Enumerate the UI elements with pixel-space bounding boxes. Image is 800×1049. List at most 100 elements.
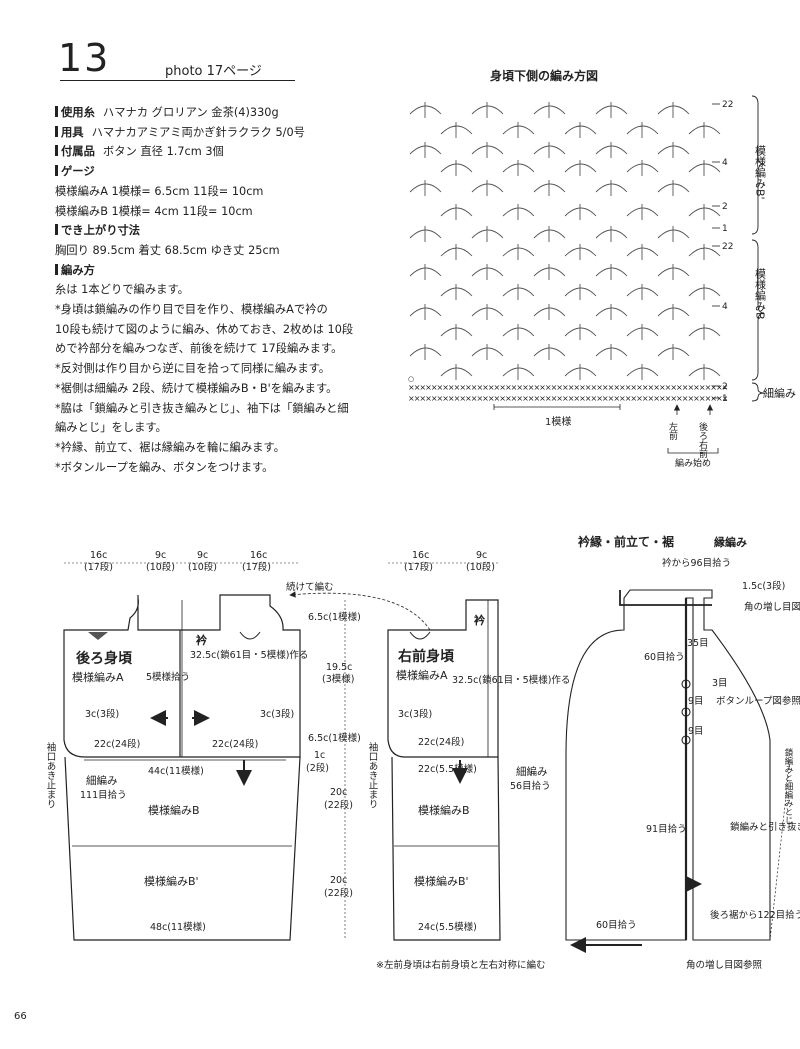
- repeat-label: 1模様: [545, 415, 571, 428]
- stitch-row: [409, 102, 690, 118]
- stitch-row: [409, 226, 690, 242]
- hem-width-label: 24c(5.5模様): [418, 921, 477, 933]
- side-label: 3c(3段): [398, 708, 432, 720]
- row-label: 1: [722, 224, 728, 234]
- height-label: (22段): [324, 799, 353, 811]
- height-label: (2段): [306, 762, 329, 774]
- stitch-count: 91目拾う: [646, 823, 687, 835]
- info-label: 用具: [55, 126, 84, 139]
- info-text: *脇は「鎖編みと引き抜き編みとじ」、袖下は「鎖編みと細: [55, 401, 349, 415]
- dim-label: (10段): [146, 561, 175, 573]
- info-text: *ボタンループを編み、ボタンをつけます。: [55, 460, 274, 474]
- waist-dim: 22c(5.5模様): [418, 763, 477, 775]
- row-label: 4: [722, 158, 728, 168]
- row-label: 2: [722, 382, 728, 392]
- info-row-method: 編み方: [55, 261, 400, 281]
- stitch-row: [440, 324, 721, 340]
- front-body-diagram: [289, 591, 501, 941]
- corner-note: 角の増し目図参照: [744, 601, 800, 613]
- info-row-yarn: 使用糸ハマナカ グロリアン 金茶(4)330g: [55, 103, 400, 123]
- info-row-notions: 付属品ボタン 直径 1.7cm 3個: [55, 142, 400, 162]
- seam-note: 鎖編みと細編みとじ: [783, 747, 793, 824]
- sleeve-stop-label: 袖口あき止まり: [45, 741, 57, 808]
- bottom-dim: 22c(24段): [418, 736, 464, 748]
- stitch-count: 9目: [688, 726, 704, 737]
- info-value: ハマナカアミアミ両かぎ針ラクラク 5/0号: [91, 125, 305, 139]
- info-text: 模様編みA 1模様= 6.5cm 11段= 10cm: [55, 184, 264, 198]
- pattern-b-label: 模様編みB: [148, 803, 200, 817]
- row-labels: 22 4 2 1 22 4 2 1: [722, 100, 733, 404]
- stitch-row: [409, 180, 690, 196]
- section-label: 模様編みB: [754, 268, 767, 320]
- stitch-row: [409, 304, 690, 320]
- info-text: 編みとじ」をします。: [55, 421, 167, 435]
- stitch-row: [440, 284, 721, 300]
- back-right-front-label: 後ろ右前: [697, 421, 708, 459]
- back-body-diagram: [63, 594, 301, 941]
- dim-label: (17段): [242, 561, 271, 573]
- info-value: ハマナカ グロリアン 金茶(4)330g: [102, 106, 279, 119]
- hem-pick-label: 56目拾う: [510, 780, 551, 792]
- title-underline: [60, 80, 295, 81]
- waist-dim: 44c(11模様): [148, 765, 204, 777]
- svg-text:○: ○: [408, 375, 414, 383]
- sleeve-stop-label: 袖口あき止まり: [367, 741, 379, 808]
- info-text: 糸は 1本どりで編みます。: [55, 283, 189, 297]
- side-label: 3c(3段): [85, 708, 119, 720]
- dim-label: (10段): [188, 561, 217, 573]
- stitch-row: [409, 344, 690, 360]
- info-text: めで衿部分を編みつなぎ、前後を続けて 17段編みます。: [55, 342, 343, 356]
- dim-label: 9c: [155, 550, 166, 561]
- height-label: 6.5c(1模様): [308, 611, 361, 623]
- stitch-chart-title: 身頃下側の編み方図: [490, 68, 598, 83]
- pattern-b2-label: 模様編みB': [144, 874, 199, 888]
- stitch-count: 3目: [712, 678, 728, 689]
- info-row-gauge: ゲージ: [55, 162, 400, 182]
- width-label: 1.5c(3段): [742, 580, 785, 592]
- stitch-row: [409, 142, 690, 158]
- info-text: *反対側は作り目から逆に目を拾って同様に編みます。: [55, 362, 331, 376]
- mirror-note: ※左前身頃は右前身頃と左右対称に編む: [376, 959, 545, 971]
- dim-label: 16c: [250, 550, 267, 561]
- front-body-title: 右前身頃: [397, 648, 455, 665]
- bottom-dim: 22c(24段): [94, 738, 140, 750]
- height-label: 20c: [330, 787, 347, 798]
- pattern-number: 13: [58, 36, 111, 80]
- dim-label: (17段): [404, 561, 433, 573]
- make-label: 32.5c(鎖61目・5模様)作る: [190, 649, 308, 661]
- hem-pick-label: 111目拾う: [80, 789, 127, 801]
- info-text: 胸回り 89.5cm 着丈 68.5cm ゆき丈 25cm: [55, 243, 280, 257]
- row-label: 22: [722, 242, 733, 252]
- stitch-count: 60目拾う: [644, 651, 685, 663]
- info-label: でき上がり寸法: [55, 224, 140, 237]
- pattern-a-label: 模様編みA: [72, 670, 124, 684]
- height-label: 20c: [330, 875, 347, 886]
- height-label: 6.5c(1模様): [308, 732, 361, 744]
- pattern-b2-label: 模様編みB': [414, 874, 469, 888]
- side-label: 3c(3段): [260, 708, 294, 720]
- stitch-chart-rows: [409, 102, 721, 380]
- back-hem-pick: 後ろ裾から122目拾う: [710, 909, 800, 921]
- stitch-count: 9目: [688, 696, 704, 707]
- svg-text:××××××××××××××××××××××××××××××: ××××××××××××××××××××××××××××××××××××××××…: [408, 394, 728, 403]
- dim-label: 16c: [412, 550, 429, 561]
- button-loop-note: ボタンループ図参照: [716, 695, 800, 707]
- dim-label: 9c: [197, 550, 208, 561]
- continue-note: 続けて編む: [286, 581, 334, 593]
- row-label: 22: [722, 100, 733, 110]
- edging-diagram: [565, 589, 791, 953]
- info-label: 使用糸: [55, 106, 95, 119]
- info-label: 編み方: [55, 264, 95, 277]
- height-label: (3模様): [322, 673, 354, 685]
- left-front-label: 左前: [667, 421, 678, 441]
- corner-note: 角の増し目図参照: [686, 959, 763, 971]
- svg-text:××××××××××××××××××××××××××××××: ××××××××××××××××××××××××××××××××××××××××…: [408, 383, 728, 392]
- stitch-chart-base: ××××××××××××××××××××××××××××××××××××××××…: [408, 375, 729, 403]
- stitch-count: 60目拾う: [596, 919, 637, 931]
- stitch-row: [409, 264, 690, 280]
- stitch-row: [440, 364, 721, 380]
- pick-label: 5模様拾う: [146, 671, 190, 683]
- dim-label: (17段): [84, 561, 113, 573]
- dim-label: 9c: [476, 550, 487, 561]
- info-text: *裾側は細編み 2段、続けて模様編みB・B'を編みます。: [55, 381, 338, 395]
